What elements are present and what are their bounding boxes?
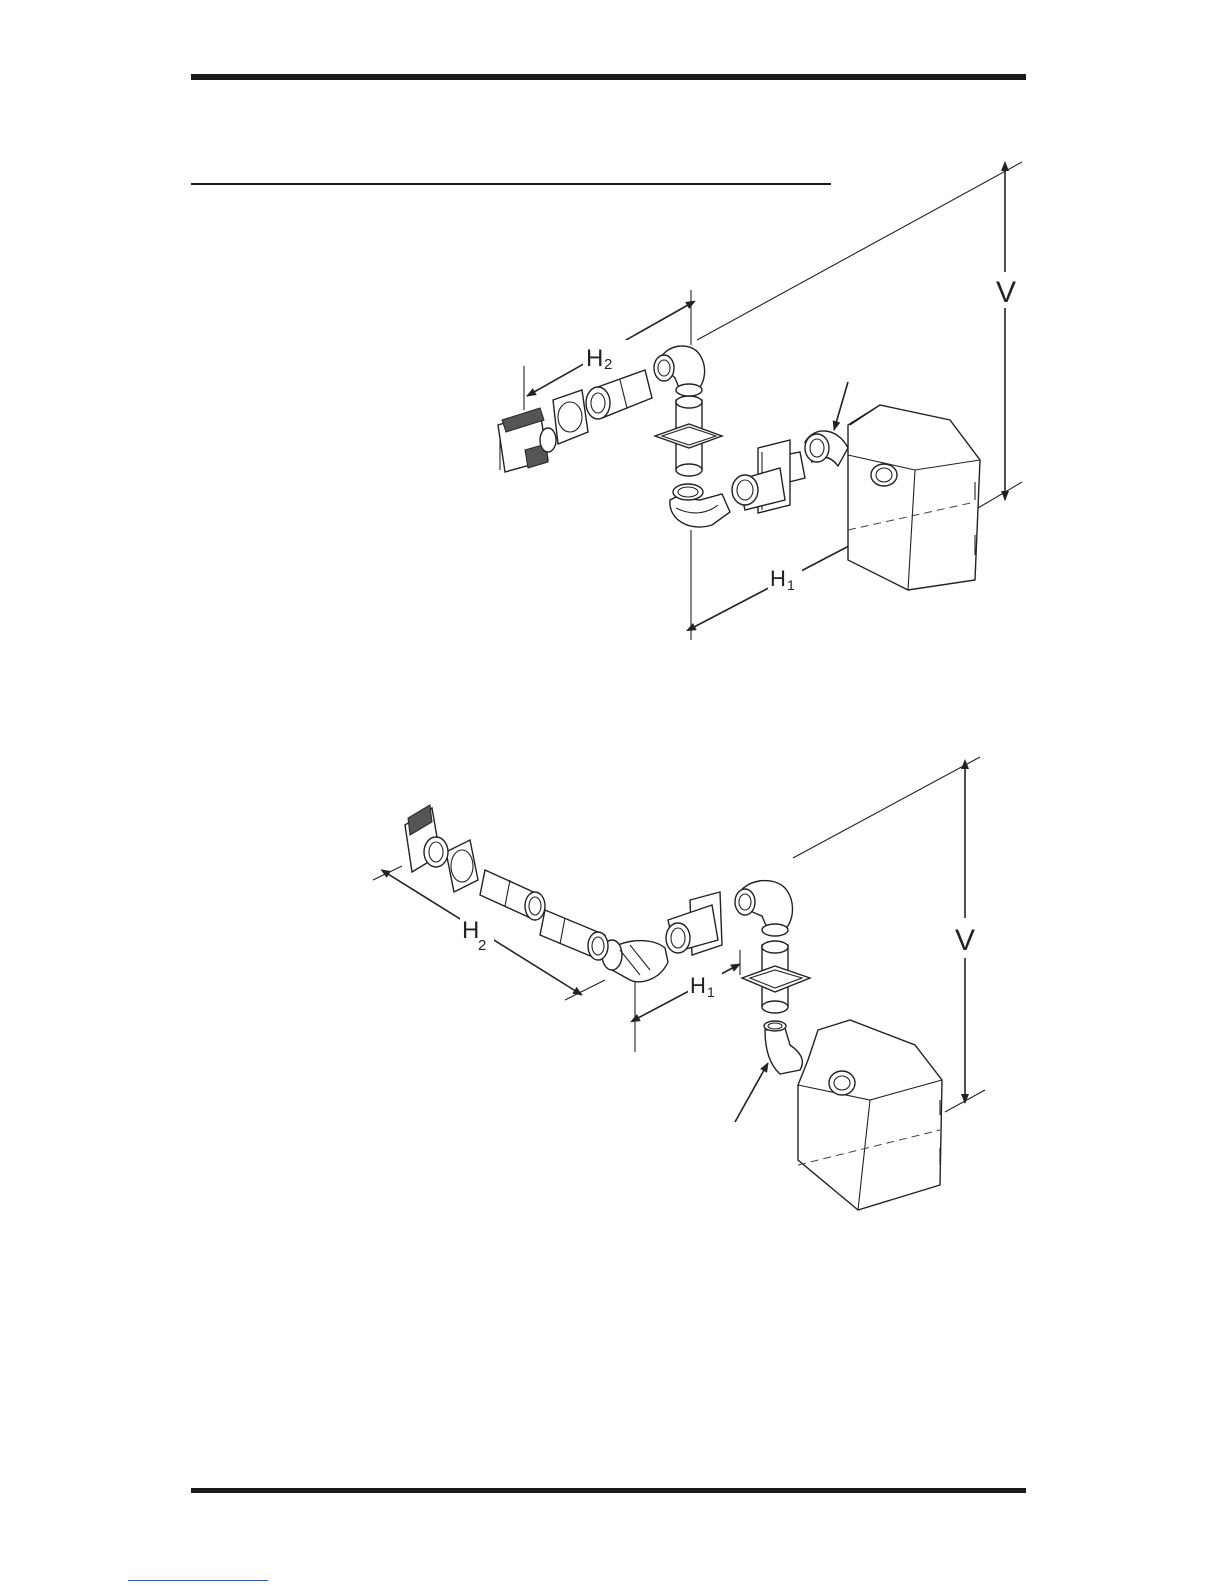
fig2-h1-label: H [690,973,706,998]
fig1-v-label: V [996,276,1016,309]
fig1-lower-elbow [670,484,730,527]
fig1-h1-subscript: 1 [787,577,795,593]
footer-rule [191,1488,1026,1493]
fig2-pipe-2 [540,910,608,960]
fig2-v-label: V [955,924,975,957]
fig2-h1-subscript: 1 [707,984,715,1000]
fig2-corner-elbow [602,940,668,982]
fig1-wall-plate [553,390,588,444]
fig2-wall-plate [446,840,478,892]
fig1-upper-pipe [586,370,652,419]
fig1-h1-dimension: H 1 [691,520,872,640]
fig1-h2-subscript: 2 [604,356,612,373]
fig1-vertical-pipe [655,396,722,476]
fig1-stove [848,405,980,590]
fig2-wall-thimble-pipe [666,892,722,955]
fig1-h1-label: H [770,566,786,591]
fig2-stove [798,1020,942,1210]
fig2-vertical-pipe [742,941,810,1013]
fig2-termination-cap [405,805,448,872]
fig1-upper-elbow [654,346,705,396]
fig2-stove-elbow [735,1021,802,1122]
footer-link-underline [128,1580,268,1581]
figure-1-vent-diagram: V H 2 H 1 [498,162,1022,640]
fig1-wall-thimble-pipe [732,440,805,513]
fig2-upper-elbow [735,881,793,936]
fig2-h2-label: H [462,917,479,944]
figure-2-vent-diagram: V H 2 H 1 [373,757,985,1210]
fig1-termination-cap [498,408,556,472]
fig1-stove-elbow [805,382,848,466]
fig1-h2-label: H [586,345,603,372]
fig2-h2-subscript: 2 [478,937,486,954]
